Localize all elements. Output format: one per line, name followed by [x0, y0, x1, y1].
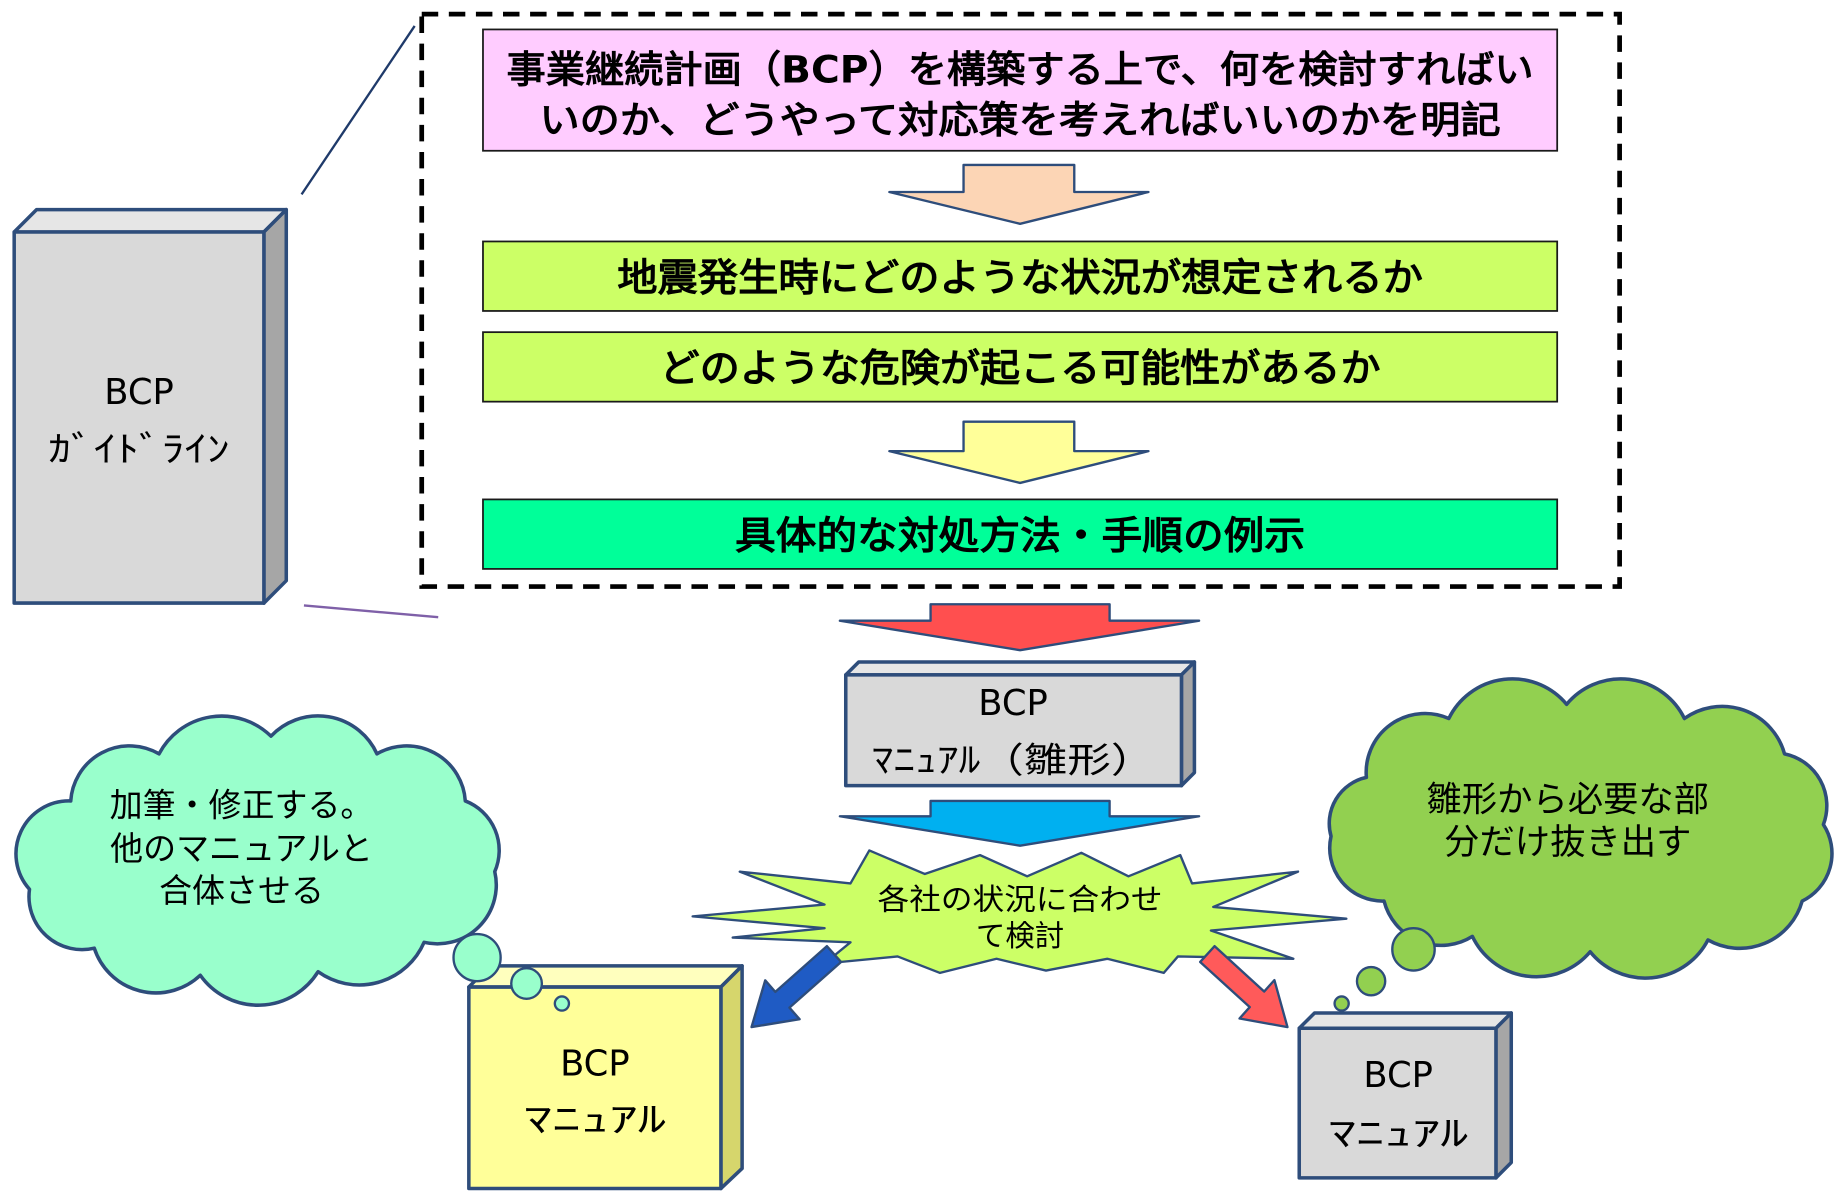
left-callout-bubble-medium — [510, 967, 544, 1001]
manual-left-top — [467, 964, 744, 989]
right-callout-bubble-medium — [1355, 965, 1387, 997]
review-burst-line2: て検討 — [976, 919, 1064, 953]
down-arrow-peach — [888, 163, 1150, 225]
template-manual: BCP ﾏﾆｭｱﾙ（雛形） — [843, 660, 1197, 788]
risk-box: どのような危険が起こる可能性があるか — [482, 331, 1559, 403]
template-manual-side — [1179, 660, 1197, 788]
manual-left-side — [719, 964, 744, 1191]
review-burst-line1: 各社の状況に合わせ — [878, 882, 1163, 916]
purpose-box: 事業継続計画（BCP）を構築する上で、何を検討すればい いのか、どうやって対応策… — [482, 28, 1559, 152]
zoom-line-top — [300, 25, 416, 196]
left-callout-line1: 加筆・修正する。 — [110, 785, 374, 824]
left-callout-bubble-large — [452, 932, 502, 983]
zoom-line-bottom — [303, 604, 439, 619]
review-burst-shape — [691, 849, 1348, 975]
manual-right-front — [1297, 1026, 1498, 1180]
right-callout-bubble-large — [1391, 926, 1436, 972]
manual-left-title: BCP — [560, 1043, 630, 1084]
manual-right-subtitle: ﾏﾆｭｱﾙ — [1328, 1114, 1469, 1155]
scenario-box: 地震発生時にどのような状況が想定されるか — [482, 240, 1559, 312]
manual-right: BCP ﾏﾆｭｱﾙ — [1297, 1011, 1514, 1180]
manual-right-side — [1494, 1011, 1514, 1180]
procedures-box-bg — [482, 498, 1559, 570]
down-arrow-yellow — [888, 420, 1150, 485]
purpose-text-line2: いのか、どうやって対応策を考えればいいのかを明記 — [540, 98, 1501, 142]
guideline-book: BCP ｶﾞｲﾄﾞﾗｲﾝ — [12, 207, 289, 605]
left-callout-line2: 他のマニュアルと — [110, 829, 373, 868]
guideline-book-front — [12, 230, 266, 605]
diagonal-arrow-left — [750, 945, 843, 1029]
template-manual-subtitle: ﾏﾆｭｱﾙ（雛形） — [872, 741, 1155, 782]
manual-left-subtitle: ﾏﾆｭｱﾙ — [524, 1100, 667, 1141]
procedures-text: 具体的な対処方法・手順の例示 — [735, 514, 1305, 559]
scenario-text: 地震発生時にどのような状況が想定されるか — [617, 256, 1423, 301]
diagonal-arrow-right — [1199, 945, 1289, 1029]
right-callout-line1: 雛形から必要な部 — [1426, 780, 1709, 821]
guideline-book-subtitle: ｶﾞｲﾄﾞﾗｲﾝ — [48, 430, 229, 471]
scenario-box-bg — [482, 240, 1559, 312]
left-callout: 加筆・修正する。 他のマニュアルと 合体させる — [14, 714, 501, 1007]
guideline-book-side — [262, 207, 289, 605]
manual-right-top — [1297, 1011, 1514, 1031]
procedures-box: 具体的な対処方法・手順の例示 — [482, 498, 1559, 570]
template-manual-front — [843, 673, 1184, 788]
purpose-text-line1: 事業継続計画（BCP）を構築する上で、何を検討すればい — [507, 47, 1534, 91]
guideline-book-title: BCP — [104, 372, 174, 413]
template-manual-title: BCP — [978, 683, 1048, 724]
right-callout-line2: 分だけ抜き出す — [1444, 822, 1691, 863]
left-callout-line3: 合体させる — [159, 871, 324, 910]
manual-left: BCP ﾏﾆｭｱﾙ — [467, 964, 744, 1191]
right-callout-bubble-small — [1333, 995, 1350, 1012]
manual-right-title: BCP — [1363, 1055, 1433, 1096]
down-arrow-red — [838, 603, 1201, 652]
manual-left-front — [467, 985, 723, 1191]
review-burst: 各社の状況に合わせ て検討 — [691, 849, 1348, 975]
template-manual-top — [843, 660, 1197, 677]
guideline-contents-frame — [419, 11, 1622, 589]
guideline-book-top — [12, 207, 289, 234]
risk-box-bg — [482, 331, 1559, 403]
left-callout-bubble-small — [553, 995, 571, 1012]
down-arrow-blue — [838, 799, 1201, 847]
risk-text: どのような危険が起こる可能性があるか — [660, 347, 1381, 392]
purpose-box-bg — [482, 28, 1559, 152]
